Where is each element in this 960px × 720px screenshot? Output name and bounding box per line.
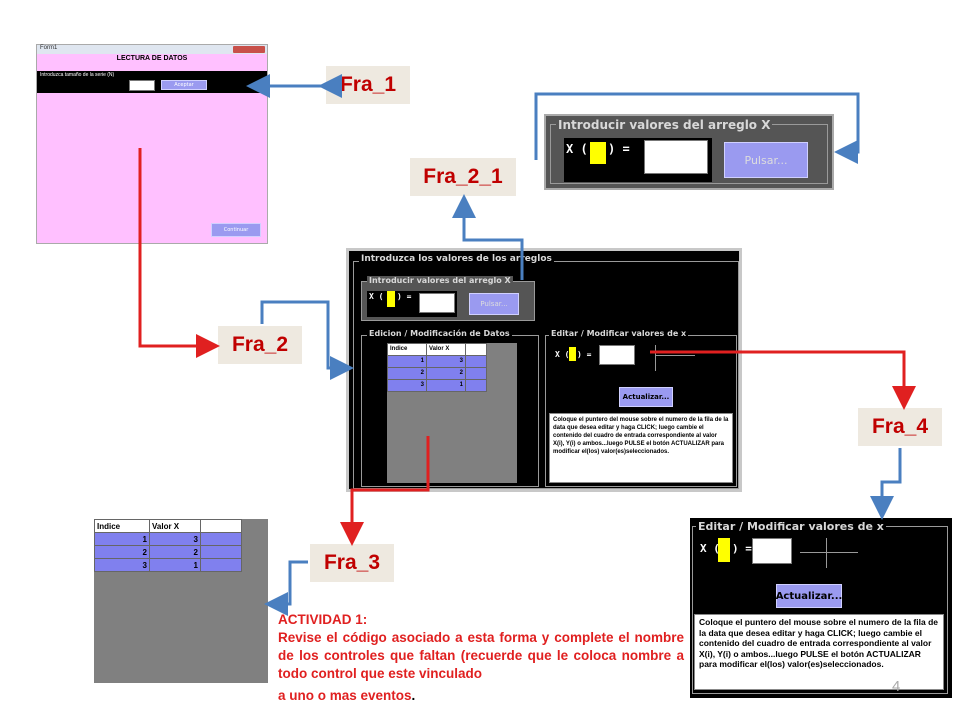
divider-line	[826, 538, 827, 568]
x-prompt-left: X (	[369, 292, 384, 301]
zoom-fra2-1: Introducir valores del arreglo X X ( ) =…	[544, 114, 834, 190]
zoom-x-prompt-right: ) =	[608, 142, 630, 156]
pulsar-button[interactable]: Pulsar...	[469, 293, 519, 315]
arrow-fra3-red	[340, 436, 430, 546]
grid-cell[interactable]: 3	[94, 558, 150, 572]
zoom-modify-index-indicator	[718, 538, 730, 562]
form1-prompt: Introduzca tamaño de la serie (N)	[40, 72, 115, 78]
form1-titlebar: Form1	[37, 45, 267, 54]
arrow-fra2-1	[452, 194, 524, 280]
continue-button[interactable]: Continuar	[211, 223, 261, 237]
activity-tail: a uno o mas eventos	[278, 688, 412, 703]
modify-prompt-right: ) =	[577, 350, 592, 359]
zoom-modify-prompt-left: X (	[700, 542, 720, 555]
zoom-fra4-caption: Editar / Modificar valores de x	[696, 520, 886, 533]
activity-period: .	[411, 688, 416, 703]
zoom-x-prompt-left: X (	[566, 142, 588, 156]
arrow-fra2-1-zoom	[534, 92, 860, 164]
modify-index-indicator	[569, 347, 576, 361]
zoom-modify-prompt-right: ) =	[732, 542, 752, 555]
frame-fra2-1-caption: Introducir valores del arreglo X	[367, 276, 513, 285]
arrow-fra3	[264, 560, 308, 616]
frame-fra4-caption: Editar / Modificar valores de x	[549, 329, 689, 338]
grid-header[interactable]: Indice	[387, 343, 427, 356]
grid-header[interactable]	[200, 519, 242, 533]
zoom-x-prompt-area: X ( ) =	[564, 138, 712, 182]
label-fra2: Fra_2	[218, 326, 302, 364]
grid-header[interactable]: Indice	[94, 519, 150, 533]
x-prompt-right: ) =	[397, 292, 412, 301]
arrow-fra2	[260, 300, 354, 380]
form1-window: Form1 LECTURA DE DATOS Introduzca tamaño…	[36, 44, 268, 244]
grid-cell[interactable]: 2	[94, 545, 150, 559]
label-fra4: Fra_4	[858, 408, 942, 446]
help-text: Coloque el puntero del mouse sobre el nu…	[549, 413, 733, 483]
zoom-fra4: Editar / Modificar valores de x X ( ) = …	[690, 518, 952, 698]
zoom-pulsar-button[interactable]: Pulsar...	[724, 142, 808, 178]
grid-cell[interactable]	[465, 379, 487, 392]
zoom-index-indicator	[590, 142, 606, 164]
index-indicator	[387, 291, 395, 307]
frame-fra3-caption: Edicion / Modificación de Datos	[367, 329, 512, 338]
window-controls-icon[interactable]	[233, 46, 265, 53]
form1-heading: LECTURA DE DATOS	[116, 55, 188, 62]
zoom-actualizar-button[interactable]: Actualizar...	[776, 584, 842, 608]
arrow-fra4-zoom	[870, 448, 902, 520]
divider-line	[655, 345, 656, 371]
zoom-help-text: Coloque el puntero del mouse sobre el nu…	[694, 614, 944, 690]
grid-cell[interactable]: 1	[387, 355, 427, 368]
grid-cell[interactable]	[465, 355, 487, 368]
zoom-x-value-input[interactable]	[644, 140, 708, 174]
zoom-fra2-1-caption: Introducir valores del arreglo X	[556, 118, 773, 132]
activity-title: ACTIVIDAD 1:	[278, 612, 368, 627]
grid-header[interactable]: Valor X	[426, 343, 466, 356]
series-size-input[interactable]	[129, 80, 155, 91]
divider-line	[800, 552, 858, 553]
divider-line	[655, 355, 695, 356]
actualizar-button[interactable]: Actualizar...	[619, 387, 673, 407]
form1-title: Form1	[40, 45, 58, 51]
x-prompt-area: X ( ) =	[367, 291, 457, 317]
frame-fra2-caption: Introduzca los valores de los arreglos	[359, 254, 554, 264]
page-number: 4	[892, 678, 901, 695]
grid-cell[interactable]: 1	[426, 379, 466, 392]
arrow-fra4-red	[650, 350, 916, 410]
accept-button[interactable]: Aceptar	[161, 80, 207, 90]
grid-cell[interactable]: 1	[94, 532, 150, 546]
activity-text: ACTIVIDAD 1: Revise el código asociado a…	[278, 611, 684, 705]
zoom-modify-value-input[interactable]	[752, 538, 792, 564]
main-form: Introduzca los valores de los arreglos I…	[346, 248, 742, 492]
activity-body: Revise el código asociado a esta forma y…	[278, 630, 684, 681]
grid-cell[interactable]	[200, 545, 242, 559]
modify-prompt-left: X (	[555, 350, 570, 359]
x-value-input[interactable]	[419, 293, 455, 313]
label-fra2-1: Fra_2_1	[410, 158, 516, 196]
grid-cell[interactable]	[200, 558, 242, 572]
arrow-fra2-red	[138, 148, 220, 358]
form1-input-band: Introduzca tamaño de la serie (N) Acepta…	[37, 71, 267, 93]
grid-cell[interactable]: 2	[149, 545, 201, 559]
label-fra3: Fra_3	[310, 544, 394, 582]
modify-value-input[interactable]	[599, 345, 635, 365]
